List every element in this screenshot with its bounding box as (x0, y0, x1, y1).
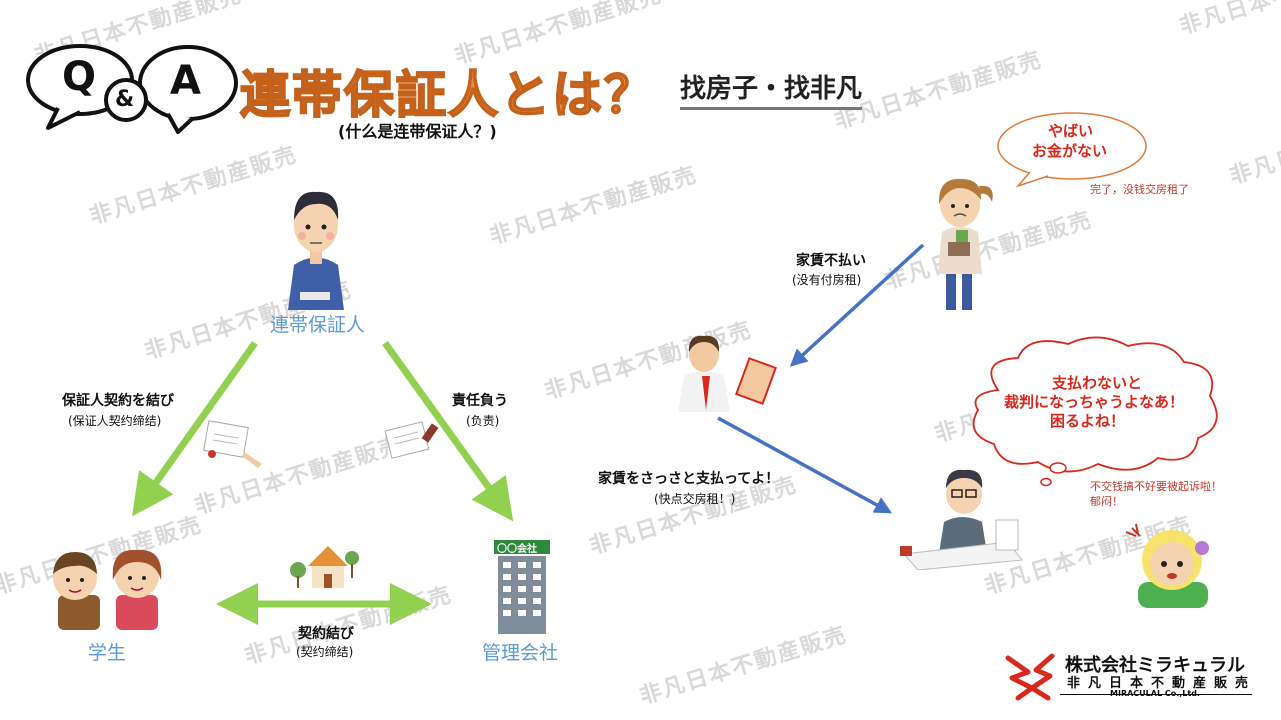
tenant-illustration (938, 178, 993, 310)
sub-contract: (契约缔结) (296, 645, 354, 659)
contract-paper-icon (384, 421, 439, 459)
sub-pay-rent: (快点交房租！) (654, 492, 736, 506)
house-illustration (290, 546, 359, 588)
role-guarantor: 連帯保証人 (270, 314, 366, 336)
worry-line3: 困るよね！ (1050, 412, 1126, 430)
worry-translation-2: 郁闷！ (1090, 495, 1123, 508)
company-english-name: MIRACULAL Co.,Ltd. (1110, 689, 1200, 698)
company-name: 株式会社ミラキュラル (1065, 655, 1245, 676)
company-building-illustration (494, 540, 550, 634)
tenant-bubble-line1: やばい (1048, 122, 1094, 140)
sub-responsibility: (负责) (466, 414, 500, 428)
brand-slogan: 找房子・找非凡 (680, 68, 863, 110)
company-subname: 非凡日本不動産販売 (1067, 676, 1257, 691)
qa-q: Q (62, 54, 97, 100)
qa-bubble-logo (26, 44, 238, 134)
company-sign: 〇〇会社 (497, 544, 537, 555)
label-pay-rent: 家賃をさっさと支払ってよ！ (598, 471, 780, 487)
role-student: 学生 (88, 642, 127, 664)
company-rule (1060, 694, 1252, 695)
tenant-translation: 完了，没钱交房租了 (1090, 183, 1189, 196)
worry-translation-1: 不交钱搞不好要被起诉啦！ (1090, 480, 1222, 493)
qa-a: A (170, 58, 201, 104)
label-responsibility: 責任負う (452, 393, 508, 409)
worry-thought-bubble (972, 336, 1218, 487)
label-guarantor-contract: 保証人契約を結び (62, 393, 174, 409)
sub-guarantor-contract: (保证人契约缔结) (68, 414, 162, 428)
worried-guarantor-illustration (900, 469, 1023, 570)
role-company: 管理会社 (482, 642, 559, 664)
company-logo-icon (1005, 653, 1055, 701)
manager-illustration (678, 335, 777, 412)
guarantor-illustration (288, 191, 344, 310)
upset-girl-illustration (1125, 523, 1209, 608)
arrow-guarantor-to-company (382, 340, 514, 522)
worry-line1: 支払わないと (1052, 374, 1143, 392)
page-title: 連帯保証人とは？ (239, 65, 656, 125)
label-rent-unpaid: 家賃不払い (796, 253, 866, 269)
tenant-bubble-line2: お金がない (1032, 142, 1108, 160)
label-contract: 契約結び (298, 626, 354, 642)
arrow-guarantor-to-student (131, 340, 258, 517)
arrow-tenant-to-manager (789, 243, 925, 367)
students-illustration (53, 549, 162, 630)
arrow-manager-to-guarantor (717, 416, 893, 514)
sub-rent-unpaid: (没有付房租) (792, 273, 862, 287)
worry-line2: 裁判になっちゃうよなあ！ (1004, 393, 1185, 411)
tenant-speech-bubble (997, 112, 1147, 188)
contract-paper-icon (203, 420, 262, 468)
page-subtitle: (什么是连带保证人？) (338, 122, 497, 141)
qa-amp: & (115, 87, 135, 112)
